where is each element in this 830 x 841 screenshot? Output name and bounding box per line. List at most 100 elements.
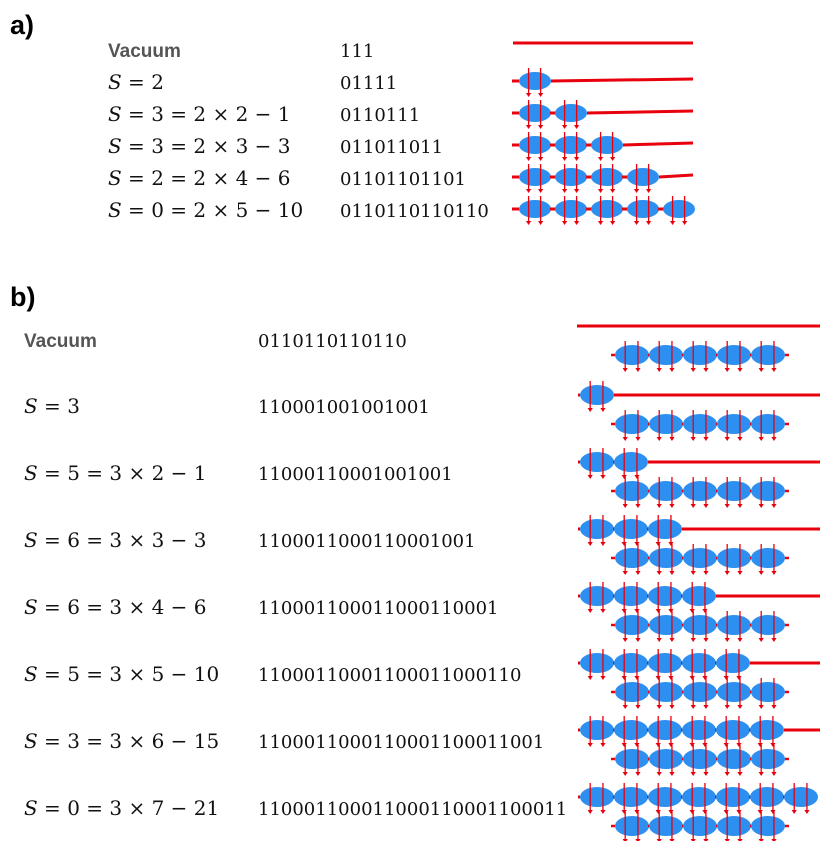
dimer [784, 783, 818, 814]
spin-arrow-head [724, 772, 730, 776]
spin-arrow-head [610, 157, 616, 161]
spin-arrow-head [526, 93, 532, 97]
dimer-ellipse [580, 720, 614, 740]
spin-arrow-head [737, 504, 743, 508]
dimer-ellipse [615, 548, 649, 568]
spin-arrow-head [703, 705, 709, 709]
dimer-ellipse [591, 168, 623, 186]
spin-arrow-head [669, 705, 675, 709]
dimer-ellipse [717, 481, 751, 501]
panel-a-row-5-spin-equation: S = 0 = 2 × 5 − 10 [108, 198, 303, 222]
dimer [717, 812, 751, 841]
dimer [751, 477, 785, 508]
dimer-ellipse [683, 615, 717, 635]
spin-value: 0 [67, 796, 80, 820]
dimer-ellipse [751, 481, 785, 501]
dimer [580, 448, 614, 479]
spin-arrow-head [598, 189, 604, 193]
spin-arrow-head [702, 810, 708, 814]
dimer [751, 678, 785, 709]
dimer-ellipse [648, 519, 682, 539]
dimer-ellipse [580, 385, 614, 405]
spin-arrow-head [587, 408, 593, 412]
panel-a-chain-2 [512, 100, 694, 129]
dimer [591, 196, 623, 225]
dimer [751, 812, 785, 841]
spin-arrow-head [635, 368, 641, 372]
spin-arrow-head [587, 676, 593, 680]
panel-a-row-1-spin-equation: S = 2 [108, 70, 164, 94]
equals-sign: = [122, 198, 151, 222]
spin-arrow-head [622, 437, 628, 441]
spin-arrow-head [600, 743, 606, 747]
dimer [717, 410, 751, 441]
dimer-ellipse [519, 72, 551, 90]
dimer-ellipse [683, 345, 717, 365]
spin-arrow-head [562, 189, 568, 193]
dimer [519, 132, 551, 161]
panel-a-bits-4: 01101101101 [340, 169, 466, 190]
dimer [580, 515, 614, 546]
spin-arrow-head [690, 705, 696, 709]
spin-arrow-head [621, 743, 627, 747]
dimer-ellipse [615, 816, 649, 836]
spin-arrow-head [737, 571, 743, 575]
panel-b-bits-4: 110001100011000110001 [258, 598, 499, 619]
dimer [649, 812, 683, 841]
panel-a-row-3-spin-equation: S = 3 = 2 × 3 − 3 [108, 134, 291, 158]
equals-sign: = [164, 198, 193, 222]
spin-arrow-head [668, 810, 674, 814]
dimer-ellipse [580, 787, 614, 807]
spin-arrow-head [668, 743, 674, 747]
dimer-ellipse [717, 414, 751, 434]
dimer-ellipse [716, 720, 750, 740]
dimer-ellipse [614, 519, 648, 539]
dimer [751, 611, 785, 642]
panel-a-bits-3: 011011011 [340, 137, 443, 158]
dimer-ellipse [555, 136, 587, 154]
spin-arrow-head [690, 437, 696, 441]
spin-expression: 2 × 4 − 6 [193, 166, 290, 190]
spin-arrow-head [526, 189, 532, 193]
dimer [683, 678, 717, 709]
spin-symbol: S [24, 729, 38, 753]
spin-arrow-head [655, 676, 661, 680]
spin-arrow-head [669, 571, 675, 575]
dimer [649, 341, 683, 372]
dimer-ellipse [555, 168, 587, 186]
dimer [555, 196, 587, 225]
panel-a-chain-1 [512, 68, 694, 97]
dimer-ellipse [649, 816, 683, 836]
dimer [591, 164, 623, 193]
spin-arrow-head [724, 705, 730, 709]
spin-arrow-head [622, 705, 628, 709]
spin-arrow-head [669, 504, 675, 508]
dimer-ellipse [614, 787, 648, 807]
spin-arrow-head [600, 810, 606, 814]
panel-b-bits-7: 110001100011000110001100011 [258, 799, 567, 820]
dimer-ellipse [717, 816, 751, 836]
dimer-ellipse [784, 787, 818, 807]
spin-arrow-head [622, 571, 628, 575]
spin-arrow-head [690, 571, 696, 575]
dimer [717, 745, 751, 776]
dimer-ellipse [717, 548, 751, 568]
panel-b-bits-1: 110001001001001 [258, 397, 430, 418]
dimer [682, 716, 716, 747]
dimer [750, 783, 784, 814]
spin-arrow-head [771, 772, 777, 776]
spin-arrow-head [668, 542, 674, 546]
spin-arrow-head [526, 125, 532, 129]
spin-arrow-head [600, 676, 606, 680]
panel-a-chain-3 [512, 132, 694, 161]
dimer [648, 515, 682, 546]
spin-arrow-head [771, 437, 777, 441]
dimer [682, 582, 716, 613]
spin-arrow-head [634, 221, 640, 225]
spin-arrow-head [656, 772, 662, 776]
equals-sign: = [80, 461, 109, 485]
spin-value: 6 [67, 528, 80, 552]
panel-a-label: a) [10, 10, 34, 40]
spin-arrow-head [538, 157, 544, 161]
